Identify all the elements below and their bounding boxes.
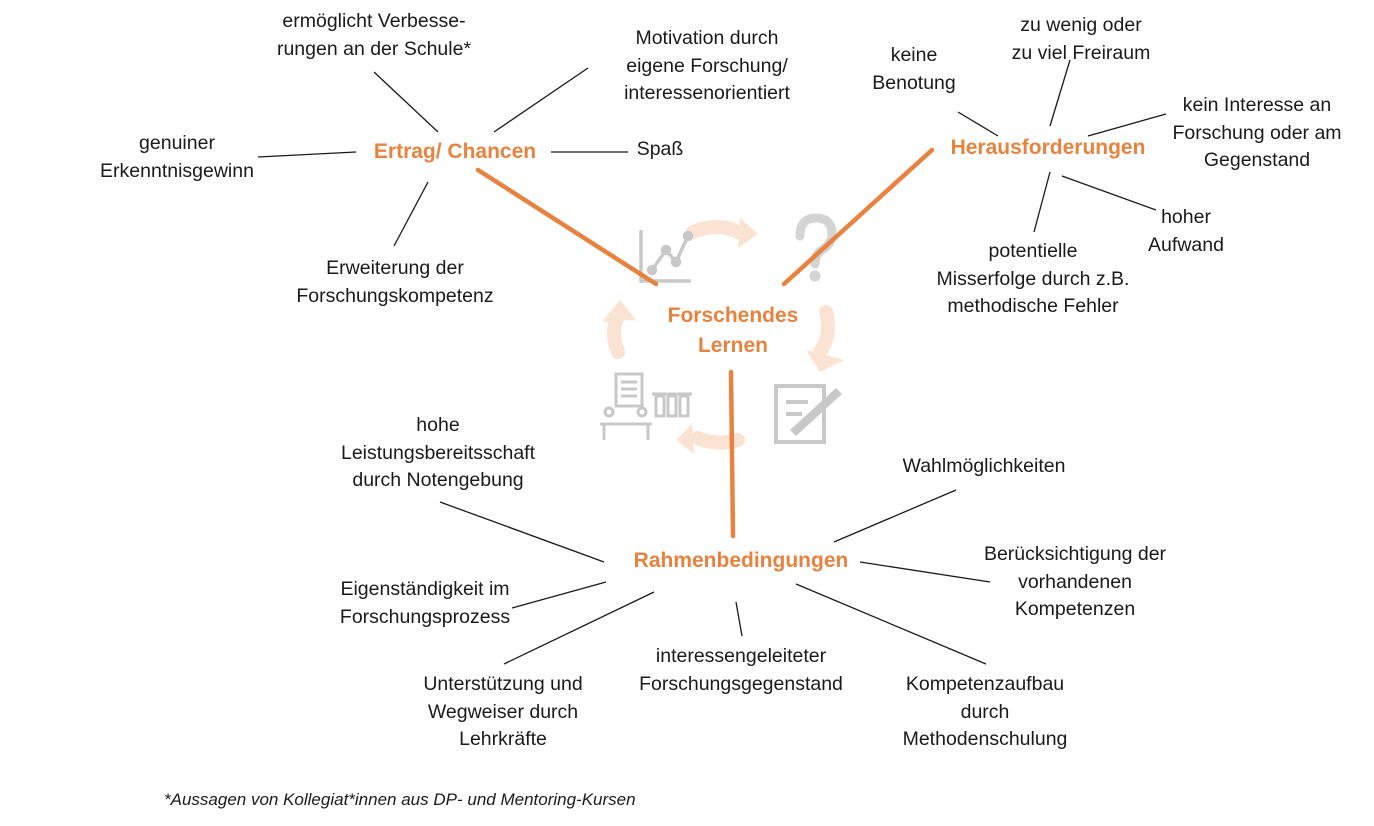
ertrag-item-erkenntnisgewinn: genuiner Erkenntnisgewinn — [100, 132, 254, 182]
hub-herausforderungen: Herausforderungen — [950, 136, 1146, 159]
ertrag-item-spass: Spaß — [636, 138, 684, 160]
herausforderungen-item-freiraum: zu wenig oder zu viel Freiraum — [1011, 14, 1151, 64]
rahmen-item-unterstuetzung: Unterstützung und Wegweiser durch Lehrkr… — [423, 673, 583, 750]
footnote: *Aussagen von Kollegiat*innen aus DP- un… — [164, 790, 636, 809]
rahmen-item-eigenstaendigkeit: Eigenständigkeit im Forschungsprozess — [339, 578, 511, 628]
ertrag-item-forschungskompetenz: Erweiterung der Forschungskompetenz — [296, 257, 494, 307]
ertrag-item-verbesserungen: ermöglicht Verbesse- rungen an der Schul… — [276, 10, 472, 60]
herausforderungen-item-benotung: keine Benotung — [872, 44, 956, 94]
rahmen-item-leistungsbereitschaft: hohe Leistungsbereitsschaft durch Noteng… — [340, 414, 536, 491]
rahmen-item-wahlmoeglichkeiten: Wahlmöglichkeiten — [902, 455, 1066, 477]
document-edit-icon — [774, 384, 842, 444]
cycle-arrowheads — [602, 218, 844, 454]
herausforderungen-item-kein-interesse: kein Interesse an Forschung oder am Gege… — [1172, 94, 1342, 171]
rahmen-item-kompetenzen: Berücksichtigung der vorhandenen Kompete… — [983, 543, 1167, 620]
hub-ertrag: Ertrag/ Chancen — [373, 140, 537, 163]
rahmen-item-methodenschulung: Kompetenzaufbau durch Methodenschulung — [902, 673, 1068, 750]
rahmen-item-forschungsgegenstand: interessengeleiteter Forschungsgegenstan… — [639, 645, 843, 695]
center-title: Forschendes Lernen — [667, 304, 799, 357]
herausforderungen-item-misserfolge: potentielle Misserfolge durch z.B. metho… — [936, 240, 1130, 317]
thin-connectors — [257, 59, 1167, 665]
question-mark-icon — [795, 213, 837, 282]
hub-rahmenbedingungen: Rahmenbedingungen — [633, 549, 849, 572]
orange-spokes — [475, 147, 935, 539]
herausforderungen-item-aufwand: hoher Aufwand — [1148, 206, 1224, 256]
ertrag-item-motivation: Motivation durch eigene Forschung/ inter… — [624, 27, 790, 104]
research-desk-icon — [600, 372, 692, 440]
chart-icon — [639, 230, 694, 283]
